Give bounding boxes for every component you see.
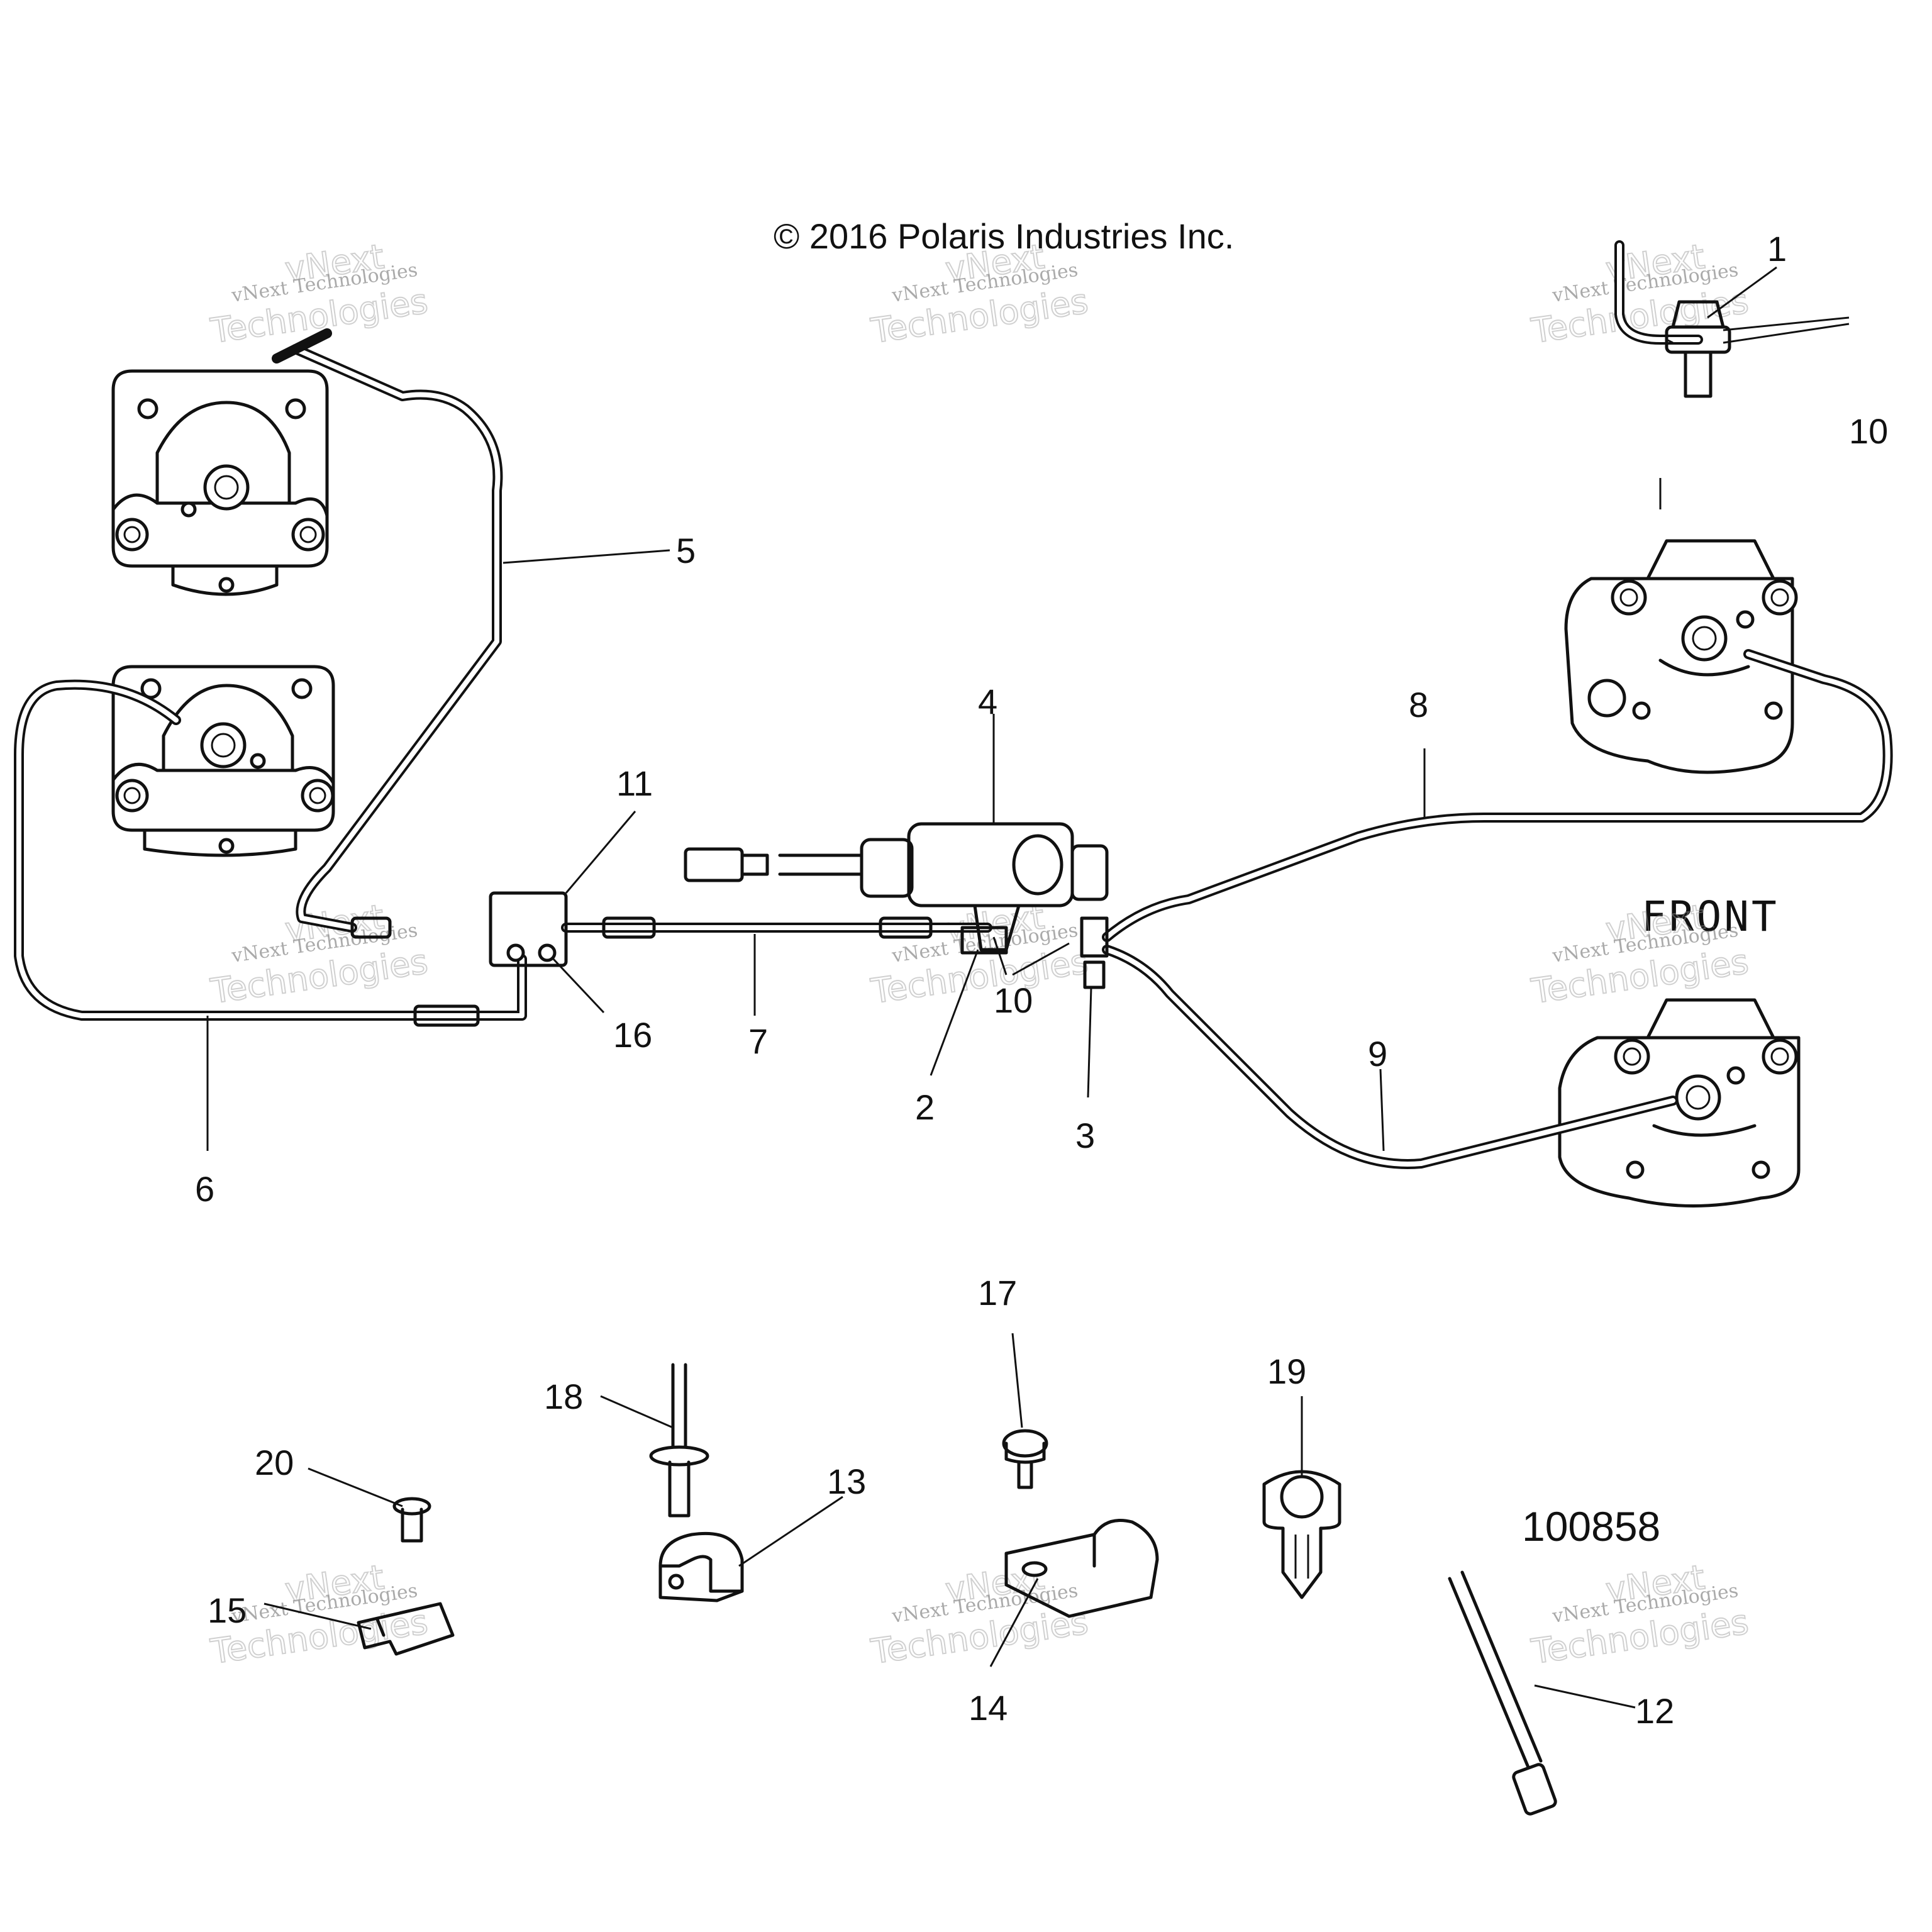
front-caliper-upper bbox=[1564, 539, 1798, 774]
callout-1: 1 bbox=[1767, 229, 1787, 269]
clamp-13 bbox=[658, 1531, 744, 1602]
callout-13: 13 bbox=[827, 1462, 866, 1501]
leader-lines bbox=[206, 266, 1850, 1709]
callout-7: 7 bbox=[748, 1021, 768, 1061]
rivet-18 bbox=[649, 1363, 709, 1518]
callout-6: 6 bbox=[195, 1169, 214, 1209]
callout-9: 9 bbox=[1368, 1034, 1387, 1074]
front-label: FRONT bbox=[1641, 892, 1779, 941]
document-number: 100858 bbox=[1522, 1503, 1660, 1550]
front-caliper-lower bbox=[1558, 998, 1801, 1208]
callout-2: 2 bbox=[915, 1087, 935, 1127]
callout-19: 19 bbox=[1267, 1352, 1306, 1391]
callout-3: 3 bbox=[1075, 1116, 1095, 1155]
callout-5: 5 bbox=[676, 531, 696, 570]
screw-17 bbox=[1002, 1429, 1048, 1489]
junction-block bbox=[350, 891, 933, 1027]
callout-14: 14 bbox=[969, 1688, 1008, 1728]
rear-caliper-upper bbox=[111, 369, 329, 596]
callout-12: 12 bbox=[1635, 1691, 1674, 1731]
callout-15: 15 bbox=[208, 1591, 247, 1630]
callouts: 1 10 5 4 8 11 16 7 10 2 3 9 6 17 19 18 2… bbox=[195, 229, 1888, 1731]
front-feed-line bbox=[1614, 240, 1703, 345]
callout-8: 8 bbox=[1409, 685, 1428, 724]
rear-caliper-lower bbox=[111, 665, 335, 857]
clip-15 bbox=[357, 1602, 455, 1656]
cable-tie-12 bbox=[1448, 1570, 1557, 1816]
brake-line-5 bbox=[272, 328, 503, 933]
callout-17: 17 bbox=[978, 1273, 1017, 1313]
retainer-19 bbox=[1262, 1470, 1341, 1599]
copyright-text: © 2016 Polaris Industries Inc. bbox=[774, 216, 1234, 256]
callout-10-top: 10 bbox=[1849, 411, 1888, 451]
brake-line-6 bbox=[14, 679, 528, 1021]
master-cylinder bbox=[684, 822, 1109, 989]
callout-4: 4 bbox=[978, 682, 997, 721]
rivet-20 bbox=[392, 1497, 431, 1543]
clamp-14 bbox=[1004, 1519, 1159, 1618]
callout-11: 11 bbox=[616, 763, 653, 803]
brake-line-8 bbox=[1102, 649, 1893, 942]
callout-16: 16 bbox=[613, 1015, 652, 1055]
callout-10-middle: 10 bbox=[994, 980, 1033, 1020]
callout-20: 20 bbox=[255, 1443, 294, 1482]
brake-line-9 bbox=[1102, 945, 1678, 1169]
banjo-bolt bbox=[1665, 300, 1731, 398]
callout-18: 18 bbox=[544, 1377, 583, 1416]
